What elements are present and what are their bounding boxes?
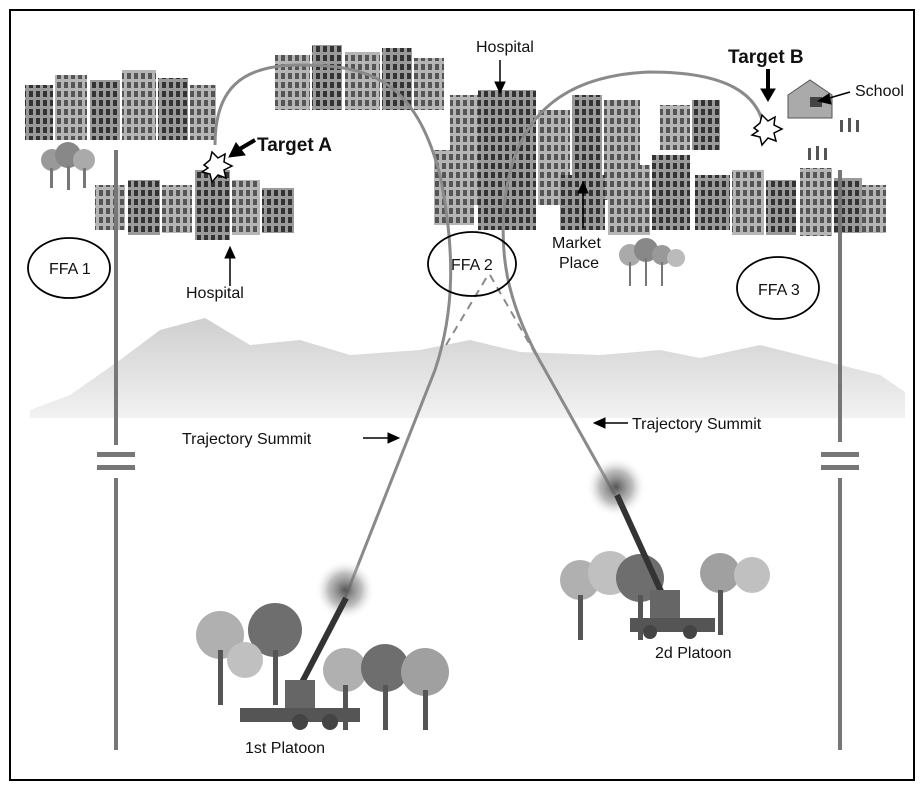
platoon-1-label: 1st Platoon bbox=[245, 740, 325, 757]
impact-burst-a bbox=[200, 150, 234, 184]
people-school bbox=[808, 118, 859, 160]
trees-left bbox=[41, 142, 95, 190]
hospital-left-label: Hospital bbox=[186, 285, 244, 302]
market-place-label-line-1: Market bbox=[552, 235, 601, 252]
trees-platoon-1 bbox=[196, 603, 449, 730]
ffa-3-label: FFA 3 bbox=[758, 282, 800, 299]
ffa-2-label: FFA 2 bbox=[451, 257, 493, 274]
target-a-label: Target A bbox=[257, 135, 332, 156]
impact-burst-b bbox=[750, 113, 784, 147]
mountain-range bbox=[30, 318, 905, 418]
school-label: School bbox=[855, 83, 904, 100]
ffa-boundary-right bbox=[821, 170, 859, 750]
ffa-3-zone bbox=[736, 256, 820, 320]
trajectory-right bbox=[501, 70, 767, 496]
building-cluster-center bbox=[434, 90, 690, 235]
platoon-2-label: 2d Platoon bbox=[655, 645, 732, 662]
trajectory-summit-left-label: Trajectory Summit bbox=[182, 431, 312, 448]
hospital-top-label: Hospital bbox=[476, 39, 534, 56]
ffa-1-label: FFA 1 bbox=[49, 261, 91, 278]
market-place-label-line-2: Place bbox=[559, 255, 599, 272]
arrows bbox=[224, 60, 851, 444]
muzzle-blast-right bbox=[586, 457, 646, 517]
building-cluster-right bbox=[660, 79, 886, 236]
building-cluster-left bbox=[25, 70, 216, 140]
howitzer-platoon-2 bbox=[614, 493, 715, 639]
target-b-label: Target B bbox=[728, 47, 804, 68]
building-cluster-lower-left bbox=[95, 170, 294, 240]
ffa-1-zone bbox=[27, 237, 111, 299]
trajectory-summit-right-label: Trajectory Summit bbox=[632, 416, 762, 433]
howitzer-platoon-1 bbox=[240, 596, 360, 730]
trajectory-left bbox=[213, 63, 453, 599]
ffa-boundary-left bbox=[97, 150, 135, 750]
trees-market bbox=[619, 238, 685, 286]
ffa-2-zone bbox=[427, 231, 517, 297]
muzzle-blast-left bbox=[315, 560, 375, 620]
